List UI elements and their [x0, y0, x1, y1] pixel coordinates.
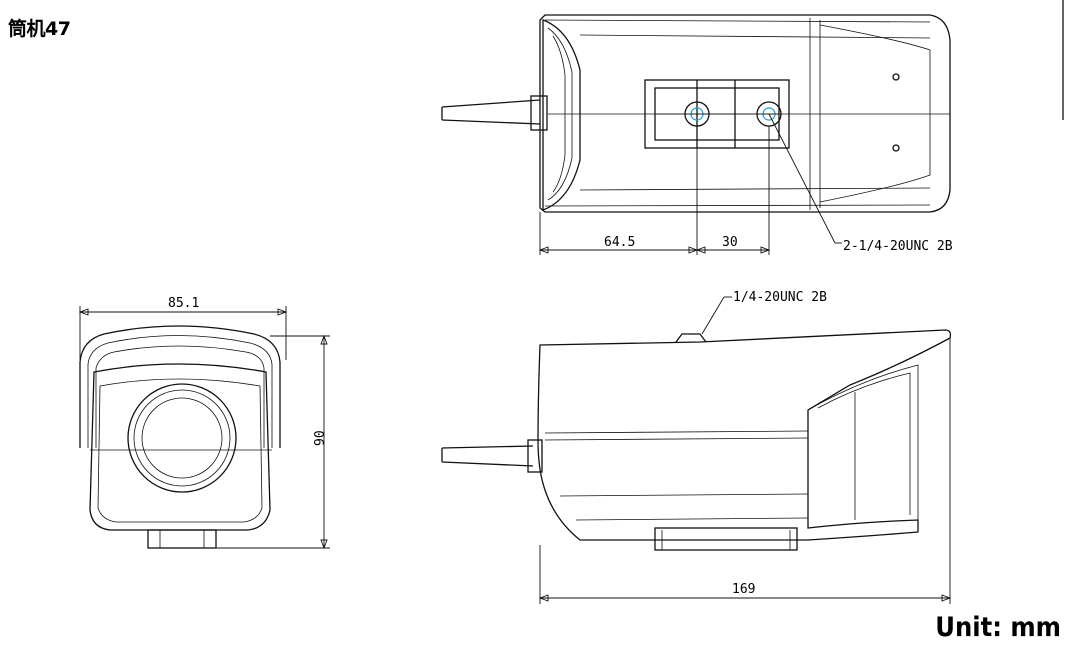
callout-top-thread: 1/4-20UNC 2B	[733, 290, 827, 305]
dim-hole-spacing: 30	[722, 235, 738, 250]
callout-bottom-thread: 2-1/4-20UNC 2B	[843, 239, 953, 254]
drawing-title: 筒机47	[8, 18, 71, 40]
side-view	[441, 296, 952, 604]
unit-label: Unit: mm	[935, 612, 1061, 643]
dim-height: 90	[313, 430, 328, 446]
bottom-view	[441, 14, 951, 255]
dim-width: 85.1	[168, 296, 199, 311]
dim-length: 169	[732, 582, 755, 597]
front-view	[78, 306, 330, 550]
dim-top-offset: 64.5	[604, 235, 635, 250]
